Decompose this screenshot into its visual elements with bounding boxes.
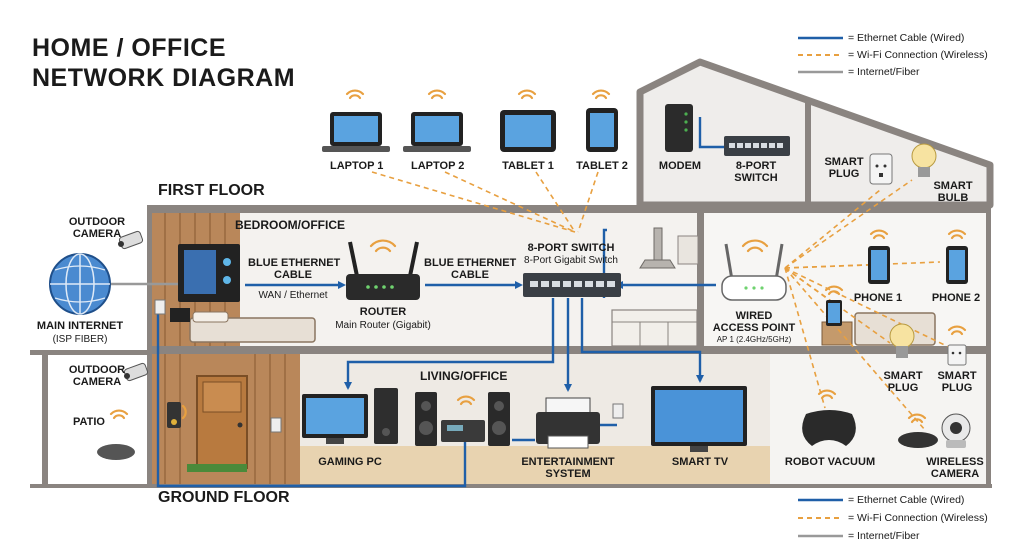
desk-laptop [170, 308, 190, 322]
switch-mid-sub-label: 8-Port Gigabit Switch [524, 255, 618, 266]
smart-plug-top-icon [869, 153, 893, 185]
legend-wifi-label: = Wi-Fi Connection (Wireless) [848, 49, 988, 61]
bed [189, 317, 316, 343]
wall-outlet-lower [270, 417, 282, 433]
smart-plug-top-label: SMART PLUG [824, 156, 864, 180]
wall-outlet-icon [154, 299, 166, 315]
tablet-2-label: TABLET 2 [576, 160, 628, 172]
legend-ethernet-label: = Ethernet Cable (Wired) [848, 32, 965, 44]
legend-bottom-ethernet-label: = Ethernet Cable (Wired) [848, 494, 965, 506]
speaker-right-icon [488, 392, 510, 446]
first-floor-label: FIRST FLOOR [158, 182, 265, 199]
printer-icon [536, 397, 600, 449]
laptop-2-icon [403, 112, 471, 152]
diagram-title-line2: NETWORK DIAGRAM [32, 64, 296, 92]
smart-bulb-label: SMART BULB [933, 180, 973, 204]
phone-2-label: PHONE 2 [931, 292, 981, 304]
outdoor-camera-2-icon [123, 362, 149, 382]
bedroom-room-label: BEDROOM/OFFICE [235, 218, 345, 232]
living-floor [300, 446, 770, 484]
gaming-pc-label: GAMING PC [318, 456, 382, 468]
switch-top-label: 8-PORT SWITCH [734, 160, 778, 184]
laptop-2-label: LAPTOP 2 [411, 160, 465, 172]
legend-bottom-fiber-label: = Internet/Fiber [848, 530, 920, 542]
switch-top-icon [724, 136, 790, 156]
modem-icon [665, 104, 693, 152]
smart-bulb-icon [911, 143, 937, 177]
smart-plug-right-label: SMART PLUG [937, 370, 977, 394]
ground-floor-label: GROUND FLOOR [158, 489, 290, 506]
globe-icon [49, 253, 111, 315]
smart-lock-icon [167, 402, 181, 428]
switch-mid-icon [523, 273, 621, 297]
robot-vacuum-icon [898, 432, 938, 448]
first-floor-slab [147, 205, 990, 213]
router-label: ROUTER [359, 306, 407, 318]
legend-top-swatches [798, 36, 843, 74]
legend-bottom-swatches [798, 498, 843, 538]
living-room-label: LIVING/OFFICE [420, 369, 508, 383]
tablet-1-label: TABLET 1 [502, 160, 554, 172]
speaker-left-icon [415, 392, 437, 446]
first-floor-partition [697, 213, 704, 348]
switch-mid-label: 8-PORT SWITCH [527, 242, 615, 254]
legend-bottom-wifi-label: = Wi-Fi Connection (Wireless) [848, 512, 988, 524]
robot-vacuum-label: ROBOT VACUUM [784, 456, 876, 468]
smart-tv-icon [651, 386, 747, 452]
phone-1-icon [868, 246, 890, 284]
patio-label: PATIO [73, 416, 105, 428]
router-sub-label: Main Router (Gigabit) [335, 320, 431, 331]
wireless-camera-label: WIRELESS CAMERA [926, 456, 984, 480]
smart-plug-mid-label: SMART PLUG [883, 370, 923, 394]
diagram-title-line1: HOME / OFFICE [32, 34, 226, 62]
laptop-1-label: LAPTOP 1 [330, 160, 384, 172]
wireless-camera-icon [941, 413, 971, 448]
access-point-icon [721, 243, 787, 301]
ethernet-wall-port [612, 403, 624, 419]
bedside-phone-icon [826, 300, 842, 326]
smart-tv-label: SMART TV [671, 456, 729, 468]
ground-line [30, 484, 992, 488]
isp-label: (ISP FIBER) [52, 334, 108, 345]
phone-1-label: PHONE 1 [853, 292, 903, 304]
modem-label: MODEM [658, 160, 702, 172]
outdoor-camera-2-label: OUTDOOR CAMERA [68, 364, 126, 388]
kitchen-counter [611, 309, 698, 347]
smart-bulb-mid-icon [889, 323, 915, 358]
tablet-1-icon [500, 110, 556, 152]
av-receiver-icon [441, 420, 485, 442]
game-controller-icon [802, 410, 856, 446]
smart-plug-right-icon [947, 344, 967, 366]
router-icon [346, 241, 420, 300]
blue-ethernet-cable-2-label: BLUE ETHERNET CABLE [424, 257, 517, 281]
range-hood [639, 259, 676, 269]
gaming-pc-icon [302, 388, 398, 444]
patio-robot-icon [97, 444, 135, 460]
main-internet-label: MAIN INTERNET [36, 320, 124, 332]
legend-fiber-label: = Internet/Fiber [848, 66, 920, 78]
wired-ap-sub-label: AP 1 (2.4GHz/5GHz) [716, 335, 792, 344]
entertainment-system-label: ENTERTAINMENT SYSTEM [521, 456, 615, 480]
doormat [187, 464, 247, 472]
outdoor-camera-1-icon [118, 230, 144, 250]
porch-post [42, 352, 48, 484]
outdoor-camera-1-label: OUTDOOR CAMERA [68, 216, 126, 240]
wifi-links [371, 171, 956, 431]
wan-ethernet-label: WAN / Ethernet [258, 290, 328, 301]
laptop-1-icon [322, 112, 390, 152]
wired-ap-label: WIRED ACCESS POINT [712, 310, 796, 334]
blue-ethernet-cable-1-label: BLUE ETHERNET CABLE [248, 257, 341, 281]
tablet-2-icon [586, 108, 618, 152]
wifi-icons [109, 89, 967, 424]
desktop-pc-icon [178, 244, 240, 302]
phone-2-icon [946, 246, 968, 284]
